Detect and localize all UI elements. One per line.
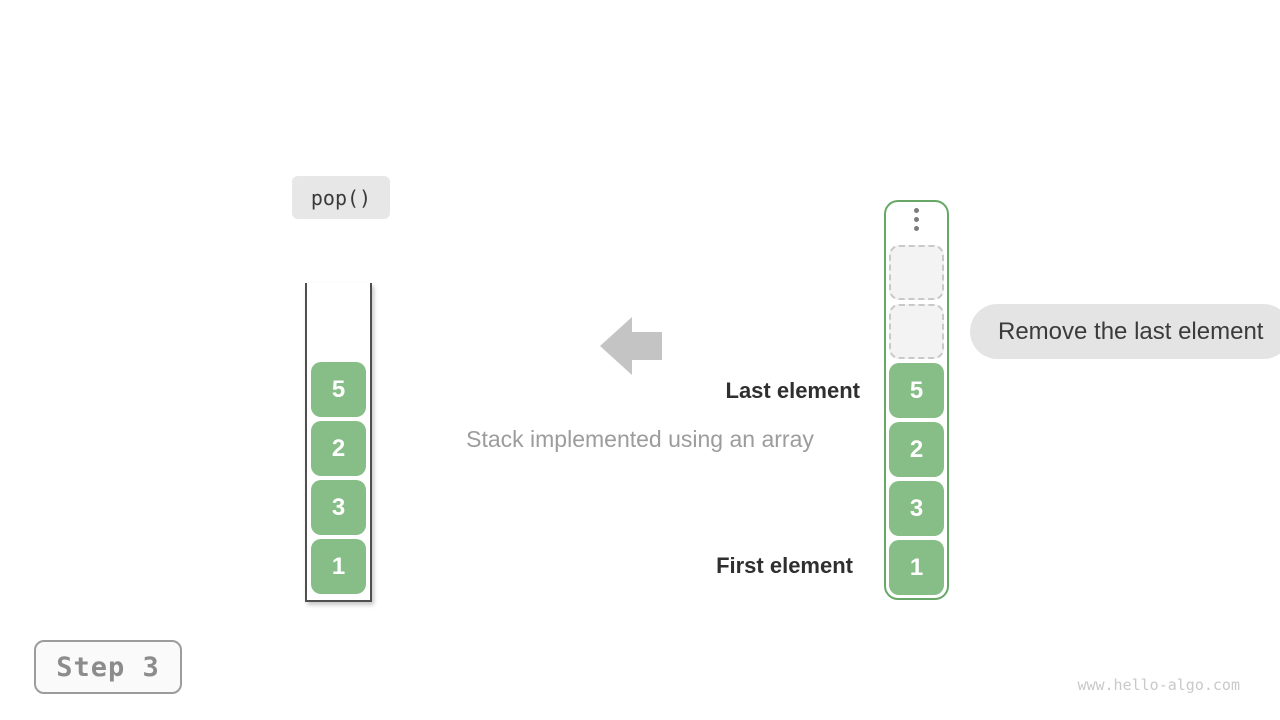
watermark-text: www.hello-algo.com xyxy=(1077,676,1240,694)
last-element-label: Last element xyxy=(725,378,861,403)
ellipsis-dot xyxy=(914,226,919,231)
array-stack-cell: 3 xyxy=(889,481,944,536)
stack-cell: 2 xyxy=(311,421,366,476)
step-badge: Step 3 xyxy=(34,640,182,694)
array-stack-cell: 5 xyxy=(889,363,944,418)
array-stack-cell: 1 xyxy=(889,540,944,595)
vertical-ellipsis-icon xyxy=(914,208,919,231)
array-stack-cell: 2 xyxy=(889,422,944,477)
stack-cell: 3 xyxy=(311,480,366,535)
empty-array-slot xyxy=(889,245,944,300)
ellipsis-dot xyxy=(914,208,919,213)
remove-last-element-callout: Remove the last element xyxy=(970,304,1280,359)
left-arrow-icon xyxy=(600,317,662,375)
stack-cell: 5 xyxy=(311,362,366,417)
first-element-label: First element xyxy=(716,553,853,578)
ellipsis-dot xyxy=(914,217,919,222)
diagram-caption: Stack implemented using an array xyxy=(466,426,814,452)
operation-label: pop() xyxy=(292,176,390,219)
empty-array-slot xyxy=(889,304,944,359)
left-arrow-shape xyxy=(600,317,662,375)
stack-cell: 1 xyxy=(311,539,366,594)
